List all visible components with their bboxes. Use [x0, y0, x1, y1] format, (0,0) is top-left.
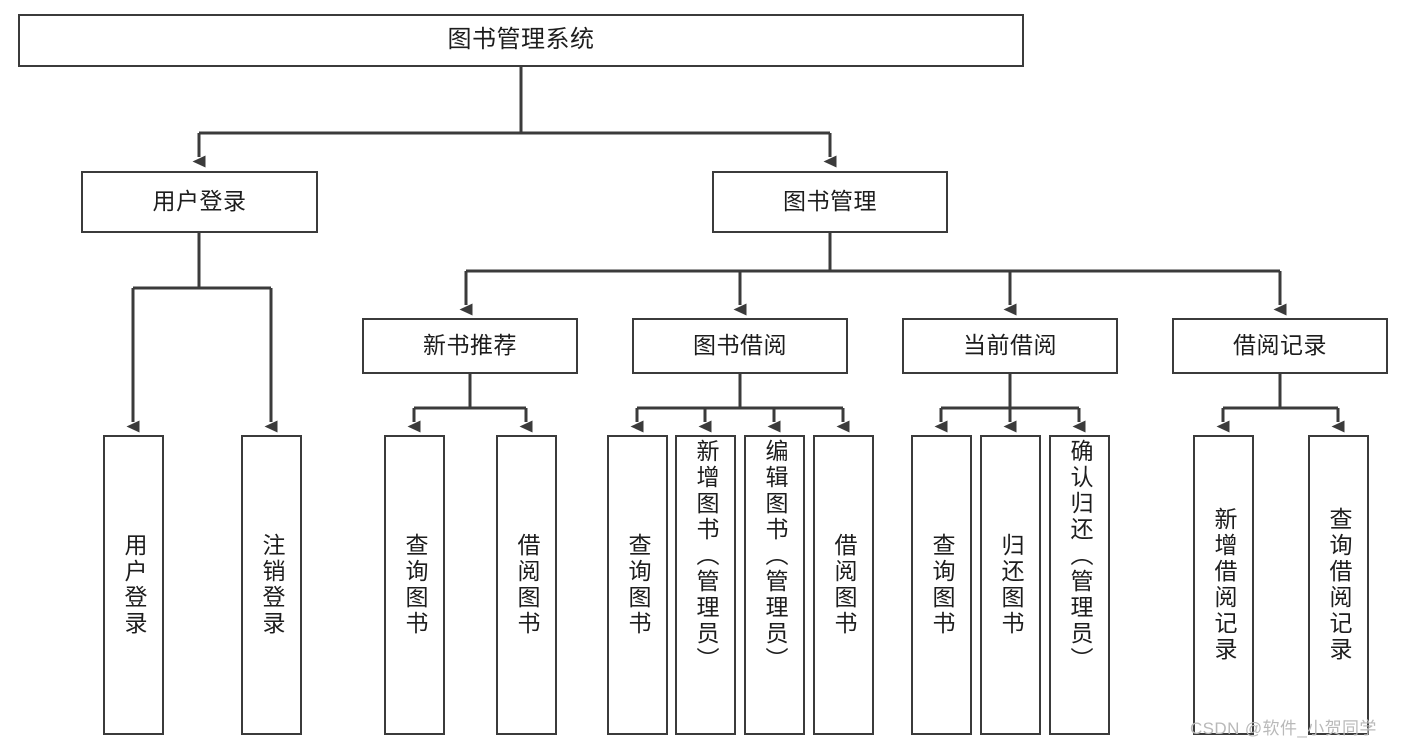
leaf-add-book-admin[interactable]: 新增图书（管理员）: [675, 435, 736, 735]
node-current-borrowing[interactable]: 当前借阅: [902, 318, 1118, 374]
leaf-add-borrow-record[interactable]: 新增借阅记录: [1193, 435, 1254, 735]
node-label: 查询借阅记录: [1326, 507, 1352, 663]
leaf-edit-book-admin[interactable]: 编辑图书（管理员）: [744, 435, 805, 735]
node-label: 借阅图书: [831, 533, 857, 637]
node-new-book-recommendation[interactable]: 新书推荐: [362, 318, 578, 374]
node-user-login[interactable]: 用户登录: [81, 171, 318, 233]
leaf-query-borrow-record[interactable]: 查询借阅记录: [1308, 435, 1369, 735]
node-book-borrowing[interactable]: 图书借阅: [632, 318, 848, 374]
node-label: 编辑图书（管理员）: [762, 439, 788, 673]
node-label: 归还图书: [998, 533, 1024, 637]
node-label: 图书管理系统: [447, 26, 595, 54]
leaf-confirm-return-admin[interactable]: 确认归还（管理员）: [1049, 435, 1110, 735]
watermark: CSDN @软件_小贺同学: [1190, 719, 1377, 738]
leaf-query-book-recommendation[interactable]: 查询图书: [384, 435, 445, 735]
node-label: 用户登录: [121, 533, 147, 637]
node-label: 查询图书: [402, 533, 428, 637]
leaf-query-book-current[interactable]: 查询图书: [911, 435, 972, 735]
node-label: 新书推荐: [423, 332, 517, 359]
leaf-query-book-borrowing[interactable]: 查询图书: [607, 435, 668, 735]
leaf-borrow-book-borrowing[interactable]: 借阅图书: [813, 435, 874, 735]
node-label: 图书借阅: [693, 332, 787, 359]
node-label: 用户登录: [152, 188, 247, 215]
leaf-return-book[interactable]: 归还图书: [980, 435, 1041, 735]
leaf-logout[interactable]: 注销登录: [241, 435, 302, 735]
leaf-user-login[interactable]: 用户登录: [103, 435, 164, 735]
node-label: 注销登录: [259, 533, 285, 637]
node-root-book-management-system[interactable]: 图书管理系统: [18, 14, 1024, 67]
node-label: 新增借阅记录: [1211, 507, 1237, 663]
leaf-borrow-book-recommendation[interactable]: 借阅图书: [496, 435, 557, 735]
node-label: 当前借阅: [963, 332, 1057, 359]
node-label: 借阅图书: [514, 533, 540, 637]
node-label: 新增图书（管理员）: [693, 439, 719, 673]
node-book-management[interactable]: 图书管理: [712, 171, 948, 233]
node-label: 查询图书: [929, 533, 955, 637]
node-borrow-records[interactable]: 借阅记录: [1172, 318, 1388, 374]
node-label: 图书管理: [783, 188, 877, 215]
node-label: 查询图书: [625, 533, 651, 637]
node-label: 借阅记录: [1233, 332, 1327, 359]
node-label: 确认归还（管理员）: [1067, 439, 1093, 673]
